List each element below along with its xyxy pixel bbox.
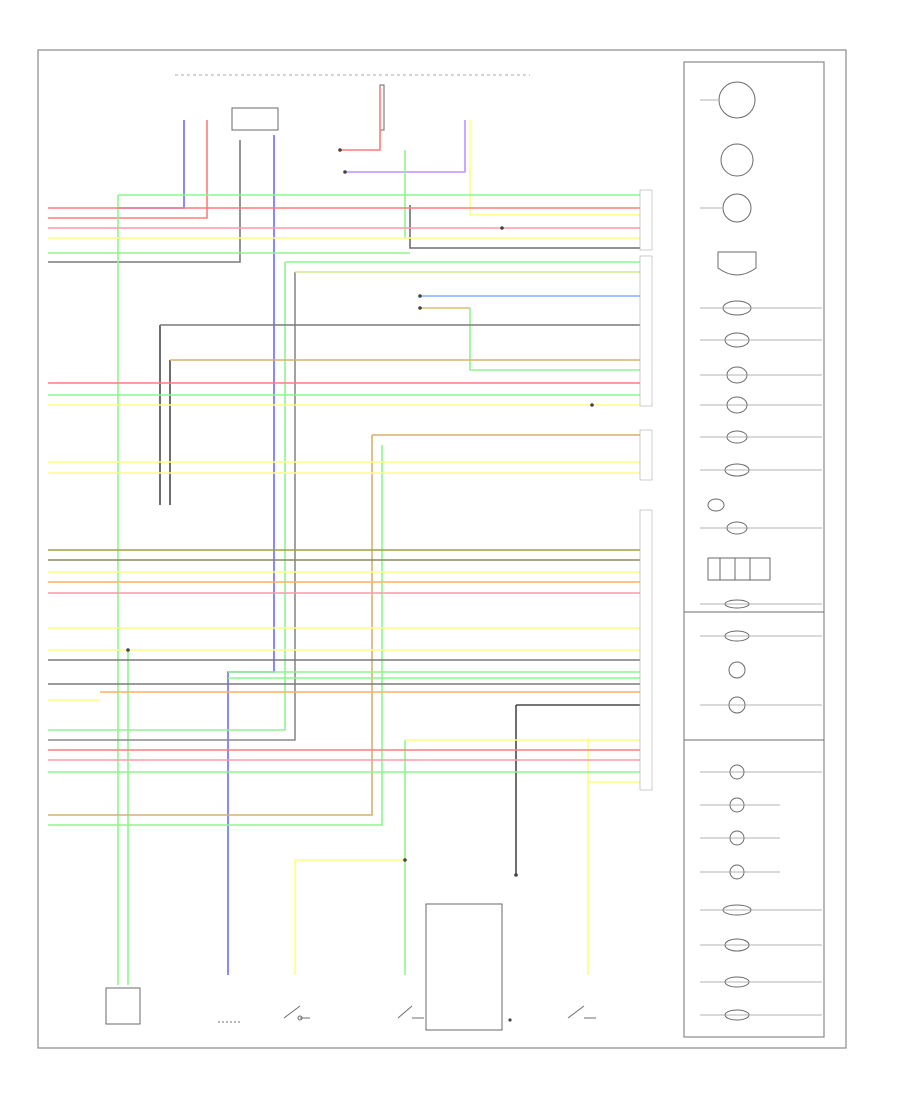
wire-blue-main bbox=[227, 135, 275, 975]
wire-gray-left bbox=[48, 140, 241, 263]
connector-block-top-left bbox=[231, 107, 279, 131]
indicator-lamp-icon bbox=[728, 661, 746, 679]
ground-icon bbox=[508, 1018, 512, 1022]
bracket-right bbox=[425, 903, 503, 1031]
pin-marker bbox=[639, 429, 653, 481]
wire-dark-lower bbox=[515, 704, 640, 875]
instrument-cluster-panel bbox=[683, 61, 825, 1038]
switch-icon bbox=[397, 1005, 424, 1019]
wire-tan-vertical bbox=[48, 435, 373, 816]
splice-dot bbox=[514, 873, 518, 877]
wire-yellow-switch-1 bbox=[294, 859, 405, 975]
splice-dot bbox=[126, 648, 130, 652]
switch-icon bbox=[567, 1005, 596, 1019]
bottom-components bbox=[105, 903, 596, 1031]
splice-dot bbox=[338, 148, 342, 152]
tachometer-gauge-icon bbox=[720, 143, 754, 177]
wire-green-vertical-2 bbox=[48, 445, 383, 826]
wire-pink-vertical bbox=[48, 120, 208, 219]
pin-marker bbox=[639, 509, 653, 791]
horizontal-wires bbox=[48, 194, 640, 783]
wire-gray-right-stub bbox=[409, 205, 640, 249]
indicator-lamp-icon bbox=[707, 498, 725, 512]
wire-pink-top bbox=[340, 88, 381, 151]
splice-dot bbox=[418, 294, 422, 298]
switch-icon bbox=[283, 1005, 310, 1019]
switch-contact-icon bbox=[297, 1015, 303, 1021]
fuel-gauge-icon bbox=[722, 193, 752, 223]
splice-dot bbox=[418, 306, 422, 310]
wire-green-mid-right bbox=[469, 308, 640, 371]
wire-yellow-top bbox=[469, 120, 640, 216]
pin-marker bbox=[639, 255, 653, 407]
cluster-pin-column bbox=[639, 189, 653, 791]
sensor-box-left bbox=[105, 987, 141, 1025]
splice-dots bbox=[126, 148, 594, 877]
wire-gray-mid bbox=[48, 272, 296, 741]
splice-dot bbox=[590, 403, 594, 407]
diagram-frame bbox=[37, 49, 847, 1049]
speedometer-gauge-icon bbox=[718, 81, 756, 119]
wire-purple-top bbox=[345, 120, 466, 173]
vertical-wires bbox=[48, 88, 640, 985]
splice-dot bbox=[500, 226, 504, 230]
cluster-internal-lines bbox=[700, 99, 822, 1016]
pin-marker bbox=[639, 189, 653, 251]
wire-green-mid bbox=[48, 262, 286, 731]
odometer-icon bbox=[717, 251, 757, 276]
splice-dot bbox=[343, 170, 347, 174]
instrument-cluster bbox=[684, 81, 824, 1021]
turn-signal-block-icon bbox=[707, 557, 771, 581]
splice-dot bbox=[403, 858, 407, 862]
